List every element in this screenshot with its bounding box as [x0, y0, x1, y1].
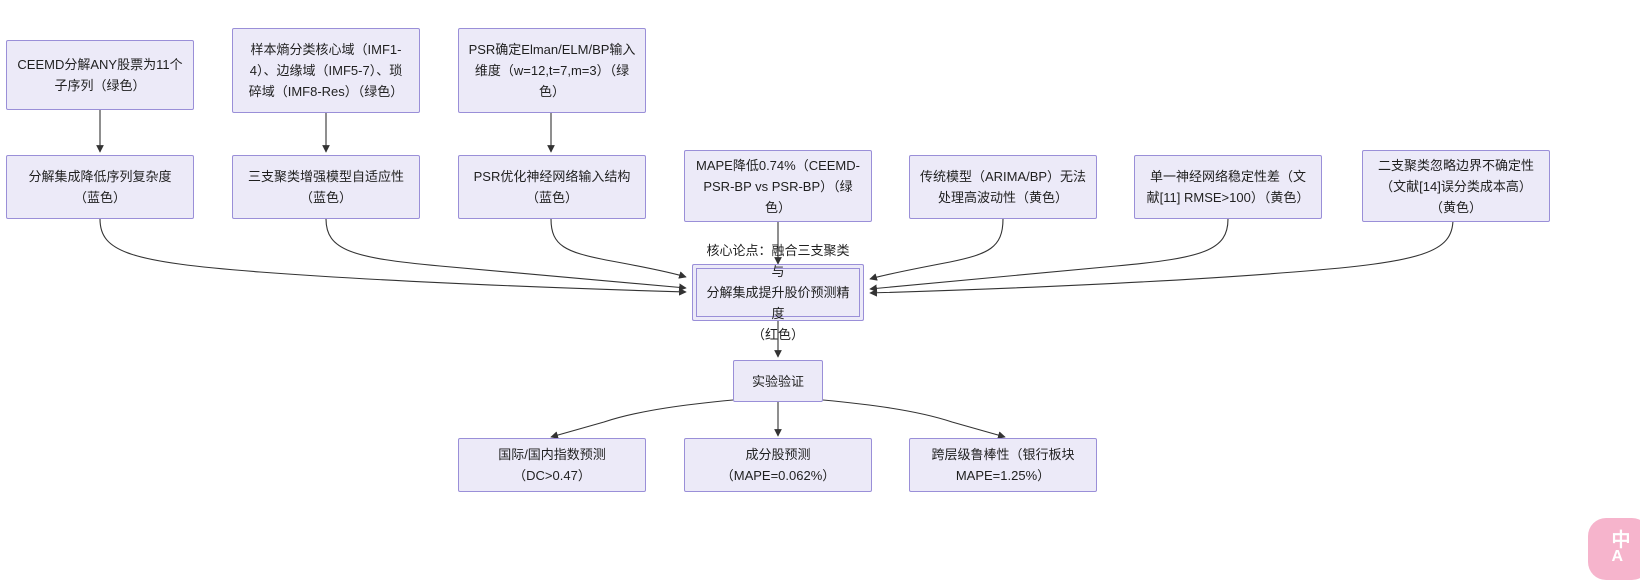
node-result-3-label: 跨层级鲁棒性（银行板块 MAPE=1.25%）	[931, 447, 1075, 483]
edge-support3-core	[550, 218, 687, 279]
node-evidence-1-label: MAPE降低0.74%（CEEMD- PSR-BP vs PSR-BP）（绿 色…	[696, 157, 860, 215]
node-gap-1[interactable]: 传统模型（ARIMA/BP）无法 处理高波动性（黄色）	[909, 155, 1097, 219]
watermark-line-2: A	[1611, 547, 1624, 565]
node-result-1-label: 国际/国内指数预测 （DC>0.47）	[498, 447, 606, 483]
edge-experiment-result1	[550, 399, 734, 439]
watermark-line-1: 中	[1611, 529, 1631, 551]
node-experiment-label: 实验验证	[751, 373, 804, 389]
node-premise-1[interactable]: CEEMD分解ANY股票为11个 子序列（绿色）	[6, 40, 194, 110]
node-core-claim[interactable]: 核心论点：融合三支聚类与 分解集成提升股价预测精度 （红色）	[692, 243, 864, 342]
node-result-3[interactable]: 跨层级鲁棒性（银行板块 MAPE=1.25%）	[909, 438, 1097, 492]
edge-support2-core	[325, 218, 687, 292]
node-gap-3[interactable]: 二支聚类忽略边界不确定性 （文献[14]误分类成本高） （黄色）	[1362, 150, 1550, 222]
node-premise-1-label: CEEMD分解ANY股票为11个 子序列（绿色）	[17, 57, 183, 93]
node-premise-3[interactable]: PSR确定Elman/ELM/BP输入 维度（w=12,t=7,m=3）（绿 色…	[458, 28, 646, 113]
node-experiment[interactable]: 实验验证	[733, 360, 823, 402]
edge-support1-core	[99, 218, 687, 296]
node-premise-2-label: 样本熵分类核心域（IMF1- 4）、边缘域（IMF5-7）、琐 碎域（IMF8-…	[248, 42, 404, 99]
watermark-badge: 中 A	[1588, 518, 1640, 580]
node-premise-2[interactable]: 样本熵分类核心域（IMF1- 4）、边缘域（IMF5-7）、琐 碎域（IMF8-…	[232, 28, 420, 113]
node-gap-2[interactable]: 单一神经网络稳定性差（文 献[11] RMSE>100）（黄色）	[1134, 155, 1322, 219]
node-support-1[interactable]: 分解集成降低序列复杂度 （蓝色）	[6, 155, 194, 219]
node-support-3[interactable]: PSR优化神经网络输入结构 （蓝色）	[458, 155, 646, 219]
edge-gap1-core	[869, 218, 1004, 281]
node-core-claim-label: 核心论点：融合三支聚类与 分解集成提升股价预测精度 （红色）	[706, 243, 850, 342]
node-result-2[interactable]: 成分股预测 （MAPE=0.062%）	[684, 438, 872, 492]
node-support-1-label: 分解集成降低序列复杂度 （蓝色）	[28, 169, 172, 205]
node-gap-1-label: 传统模型（ARIMA/BP）无法 处理高波动性（黄色）	[919, 169, 1087, 205]
node-support-2[interactable]: 三支聚类增强模型自适应性 （蓝色）	[232, 155, 420, 219]
node-result-1[interactable]: 国际/国内指数预测 （DC>0.47）	[458, 438, 646, 492]
node-evidence-1[interactable]: MAPE降低0.74%（CEEMD- PSR-BP vs PSR-BP）（绿 色…	[684, 150, 872, 222]
node-support-3-label: PSR优化神经网络输入结构 （蓝色）	[473, 169, 631, 205]
node-result-2-label: 成分股预测 （MAPE=0.062%）	[720, 447, 836, 483]
edge-experiment-result3	[822, 399, 1006, 439]
node-support-2-label: 三支聚类增强模型自适应性 （蓝色）	[247, 169, 404, 205]
edge-gap2-core	[869, 218, 1229, 293]
node-gap-2-label: 单一神经网络稳定性差（文 献[11] RMSE>100）（黄色）	[1146, 169, 1310, 205]
edge-gap3-core	[869, 218, 1454, 297]
node-premise-3-label: PSR确定Elman/ELM/BP输入 维度（w=12,t=7,m=3）（绿 色…	[468, 42, 636, 99]
node-gap-3-label: 二支聚类忽略边界不确定性 （文献[14]误分类成本高） （黄色）	[1377, 157, 1534, 215]
